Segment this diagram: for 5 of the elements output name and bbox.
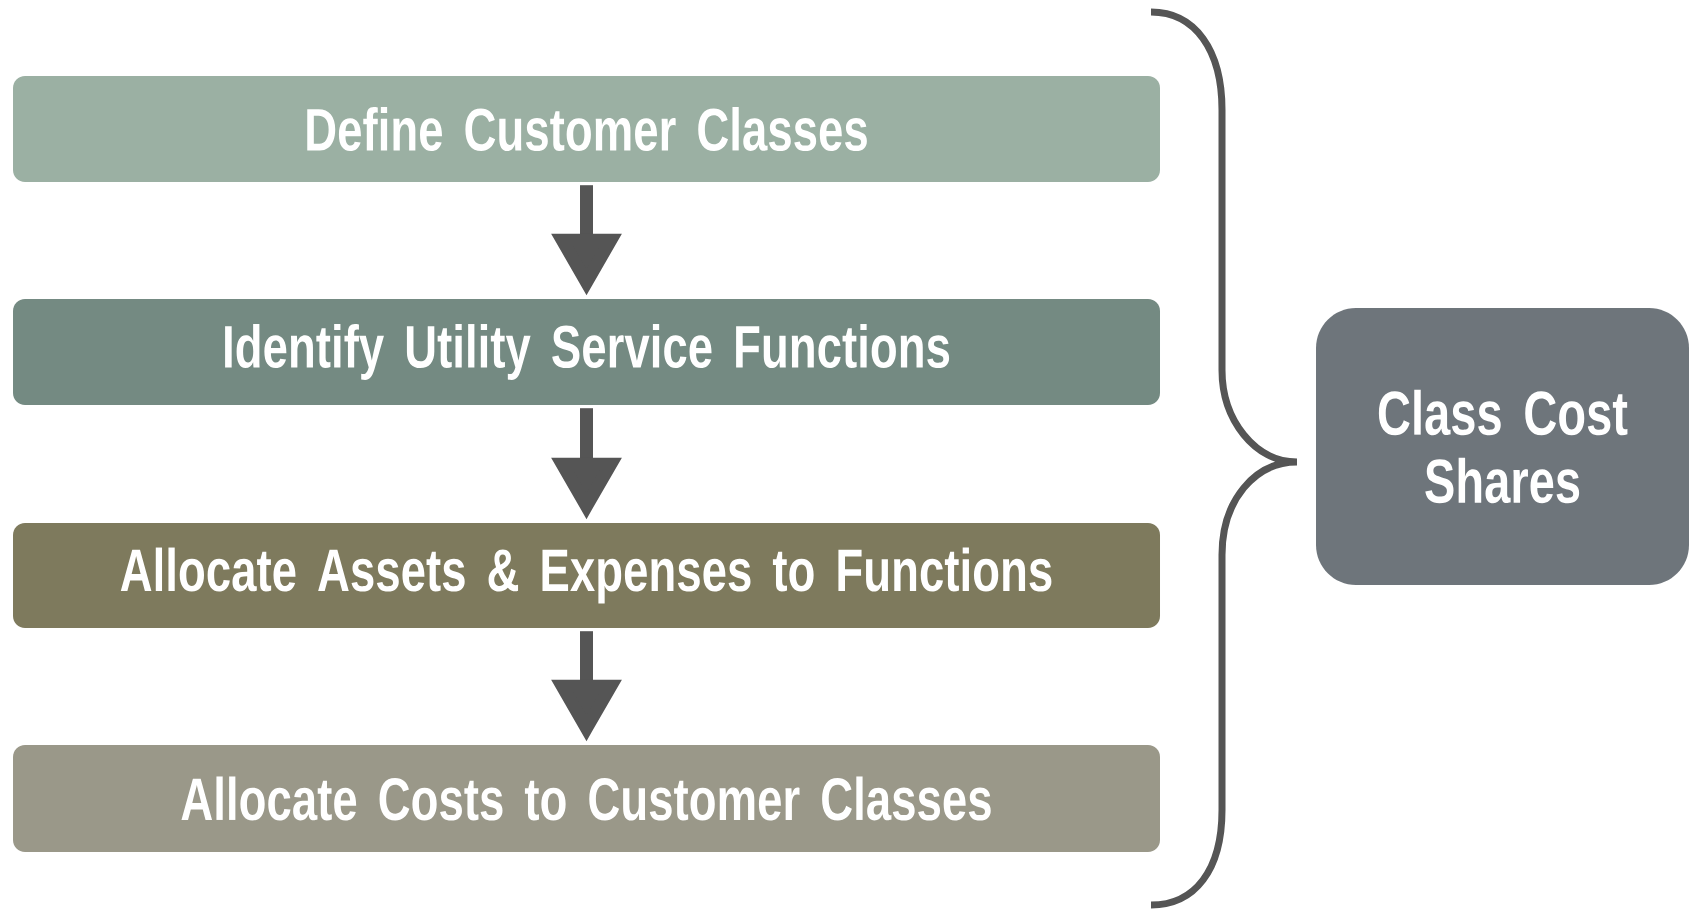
step-box: Allocate Assets & Expenses to Functions xyxy=(13,523,1160,628)
summary-box: Class Cost Shares xyxy=(1316,308,1689,585)
step-box: Define Customer Classes xyxy=(13,76,1160,182)
step-box: Identify Utility Service Functions xyxy=(13,299,1160,405)
step-box: Allocate Costs to Customer Classes xyxy=(13,745,1160,852)
